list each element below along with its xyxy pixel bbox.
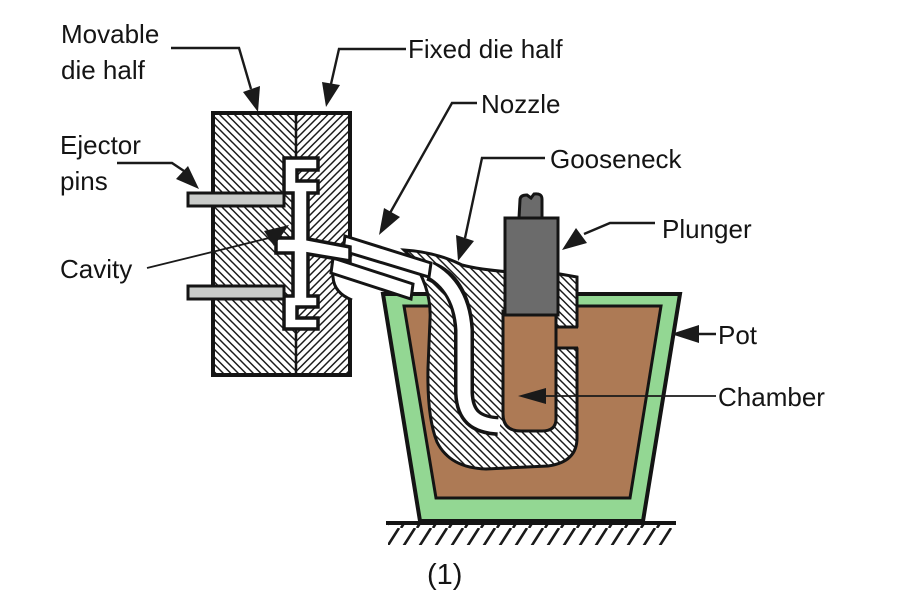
label-ejector-pins-1: Ejector	[60, 130, 141, 160]
label-pot: Pot	[718, 320, 758, 350]
cavity-shape	[274, 156, 352, 331]
label-plunger: Plunger	[662, 214, 752, 244]
ejector-pin-bottom	[186, 284, 286, 301]
intake-port-wall-caps	[554, 325, 578, 350]
leader-lines	[117, 46, 716, 404]
intake-port	[552, 327, 582, 348]
plunger-knob	[517, 192, 544, 220]
leader-ejector-pins	[117, 161, 185, 172]
arrow-cavity	[264, 225, 289, 246]
chamber-cavity	[501, 309, 558, 433]
text-labels: Movable die half Fixed die half Ejector …	[60, 19, 825, 591]
arrow-gooseneck	[456, 235, 474, 261]
label-movable-die-half-1: Movable	[61, 19, 159, 49]
plunger-assembly	[503, 192, 560, 317]
leader-movable-die-half	[171, 46, 253, 90]
arrow-nozzle	[379, 208, 400, 235]
arrow-chamber	[518, 388, 546, 404]
leader-cavity	[146, 237, 270, 269]
leader-gooseneck	[463, 156, 545, 239]
ejector-pin-top	[186, 191, 286, 208]
arrow-fixed-die-half	[322, 82, 340, 107]
leader-fixed-die-half	[329, 47, 406, 85]
ground-hatch	[388, 525, 672, 545]
leader-nozzle	[388, 101, 477, 214]
gooseneck-passage	[421, 260, 501, 433]
nozzle-tube-lower	[329, 256, 415, 301]
leader-plunger	[583, 221, 655, 236]
label-ejector-pins-2: pins	[60, 166, 108, 196]
arrow-pot	[671, 325, 699, 343]
label-gooseneck: Gooseneck	[550, 144, 683, 174]
label-cavity: Cavity	[60, 254, 132, 284]
nozzle-assembly	[329, 234, 433, 301]
figure-caption: (1)	[427, 559, 462, 591]
arrow-plunger	[562, 228, 587, 250]
ground	[386, 521, 676, 545]
plunger-body	[503, 216, 560, 317]
arrow-ejector-pins	[176, 166, 199, 189]
label-movable-die-half-2: die half	[61, 55, 146, 85]
label-chamber: Chamber	[718, 382, 825, 412]
ejector-pins	[186, 191, 286, 301]
label-fixed-die-half: Fixed die half	[408, 34, 563, 64]
arrow-movable-die-half	[243, 86, 260, 112]
label-nozzle: Nozzle	[481, 89, 560, 119]
